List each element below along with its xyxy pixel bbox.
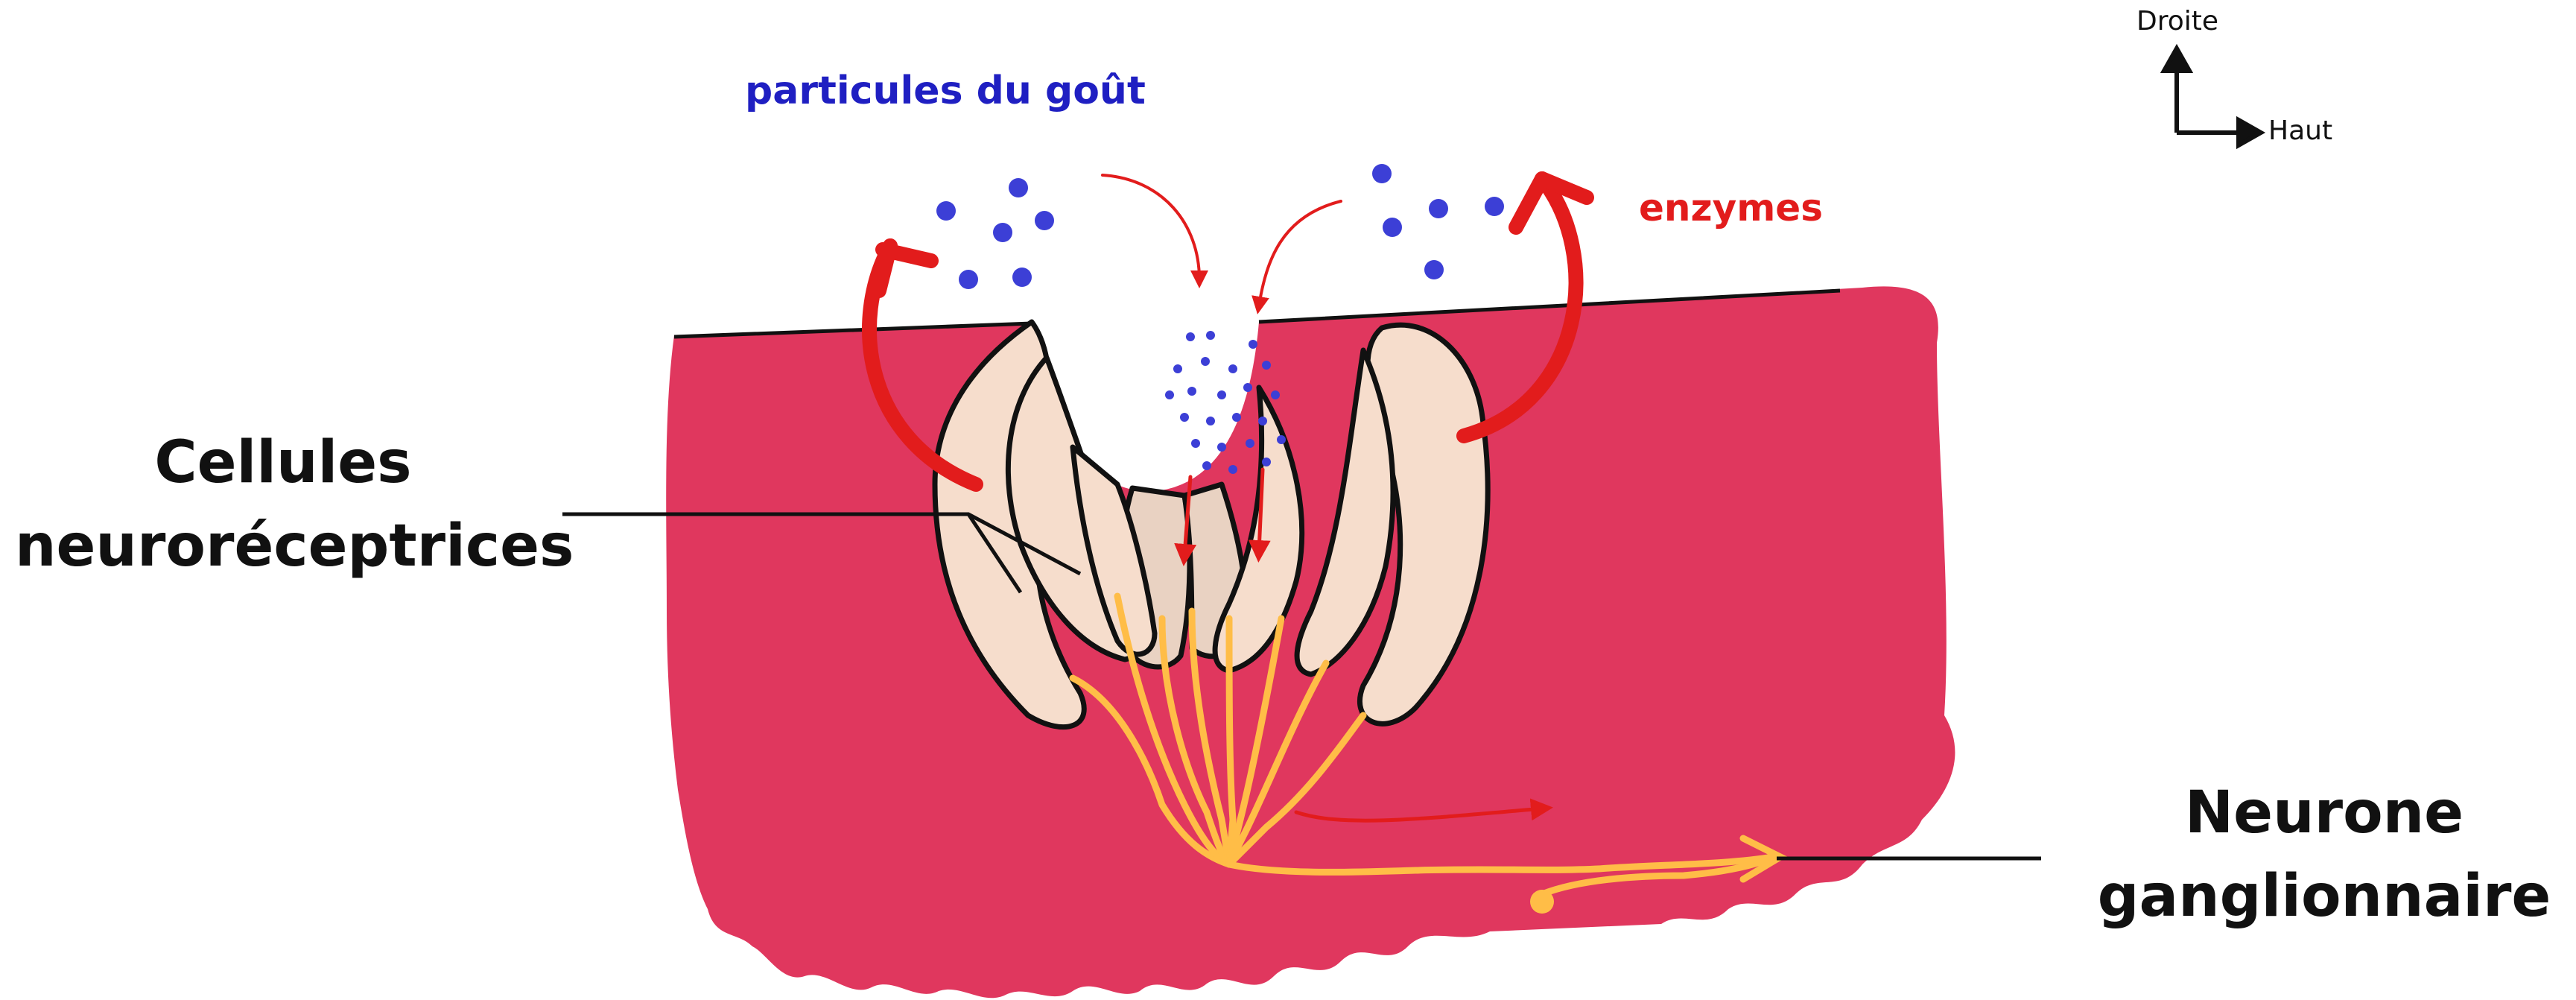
ganglion-neuron-label: Neurone ganglionnaire: [2086, 771, 2563, 938]
neuron-soma: [1530, 890, 1554, 914]
enzymes-label: enzymes: [1639, 186, 1823, 230]
particle-arrow-right: [1259, 201, 1341, 306]
receptor-cells-label: Cellules neuroréceptrices: [15, 421, 551, 588]
ganglion-neuron-label-line1: Neurone: [2086, 771, 2563, 855]
axis-right-label: Haut: [2268, 115, 2332, 146]
orientation-axes: [2164, 48, 2261, 145]
receptor-cells-label-line1: Cellules: [15, 421, 551, 504]
receptor-cells-label-line2: neuroréceptrices: [15, 504, 551, 588]
ganglion-neuron-label-line2: ganglionnaire: [2086, 855, 2563, 938]
taste-particles-label: particules du goût: [745, 69, 1146, 113]
axis-up-label: Droite: [2136, 6, 2218, 37]
particle-arrow-left: [1103, 175, 1199, 279]
